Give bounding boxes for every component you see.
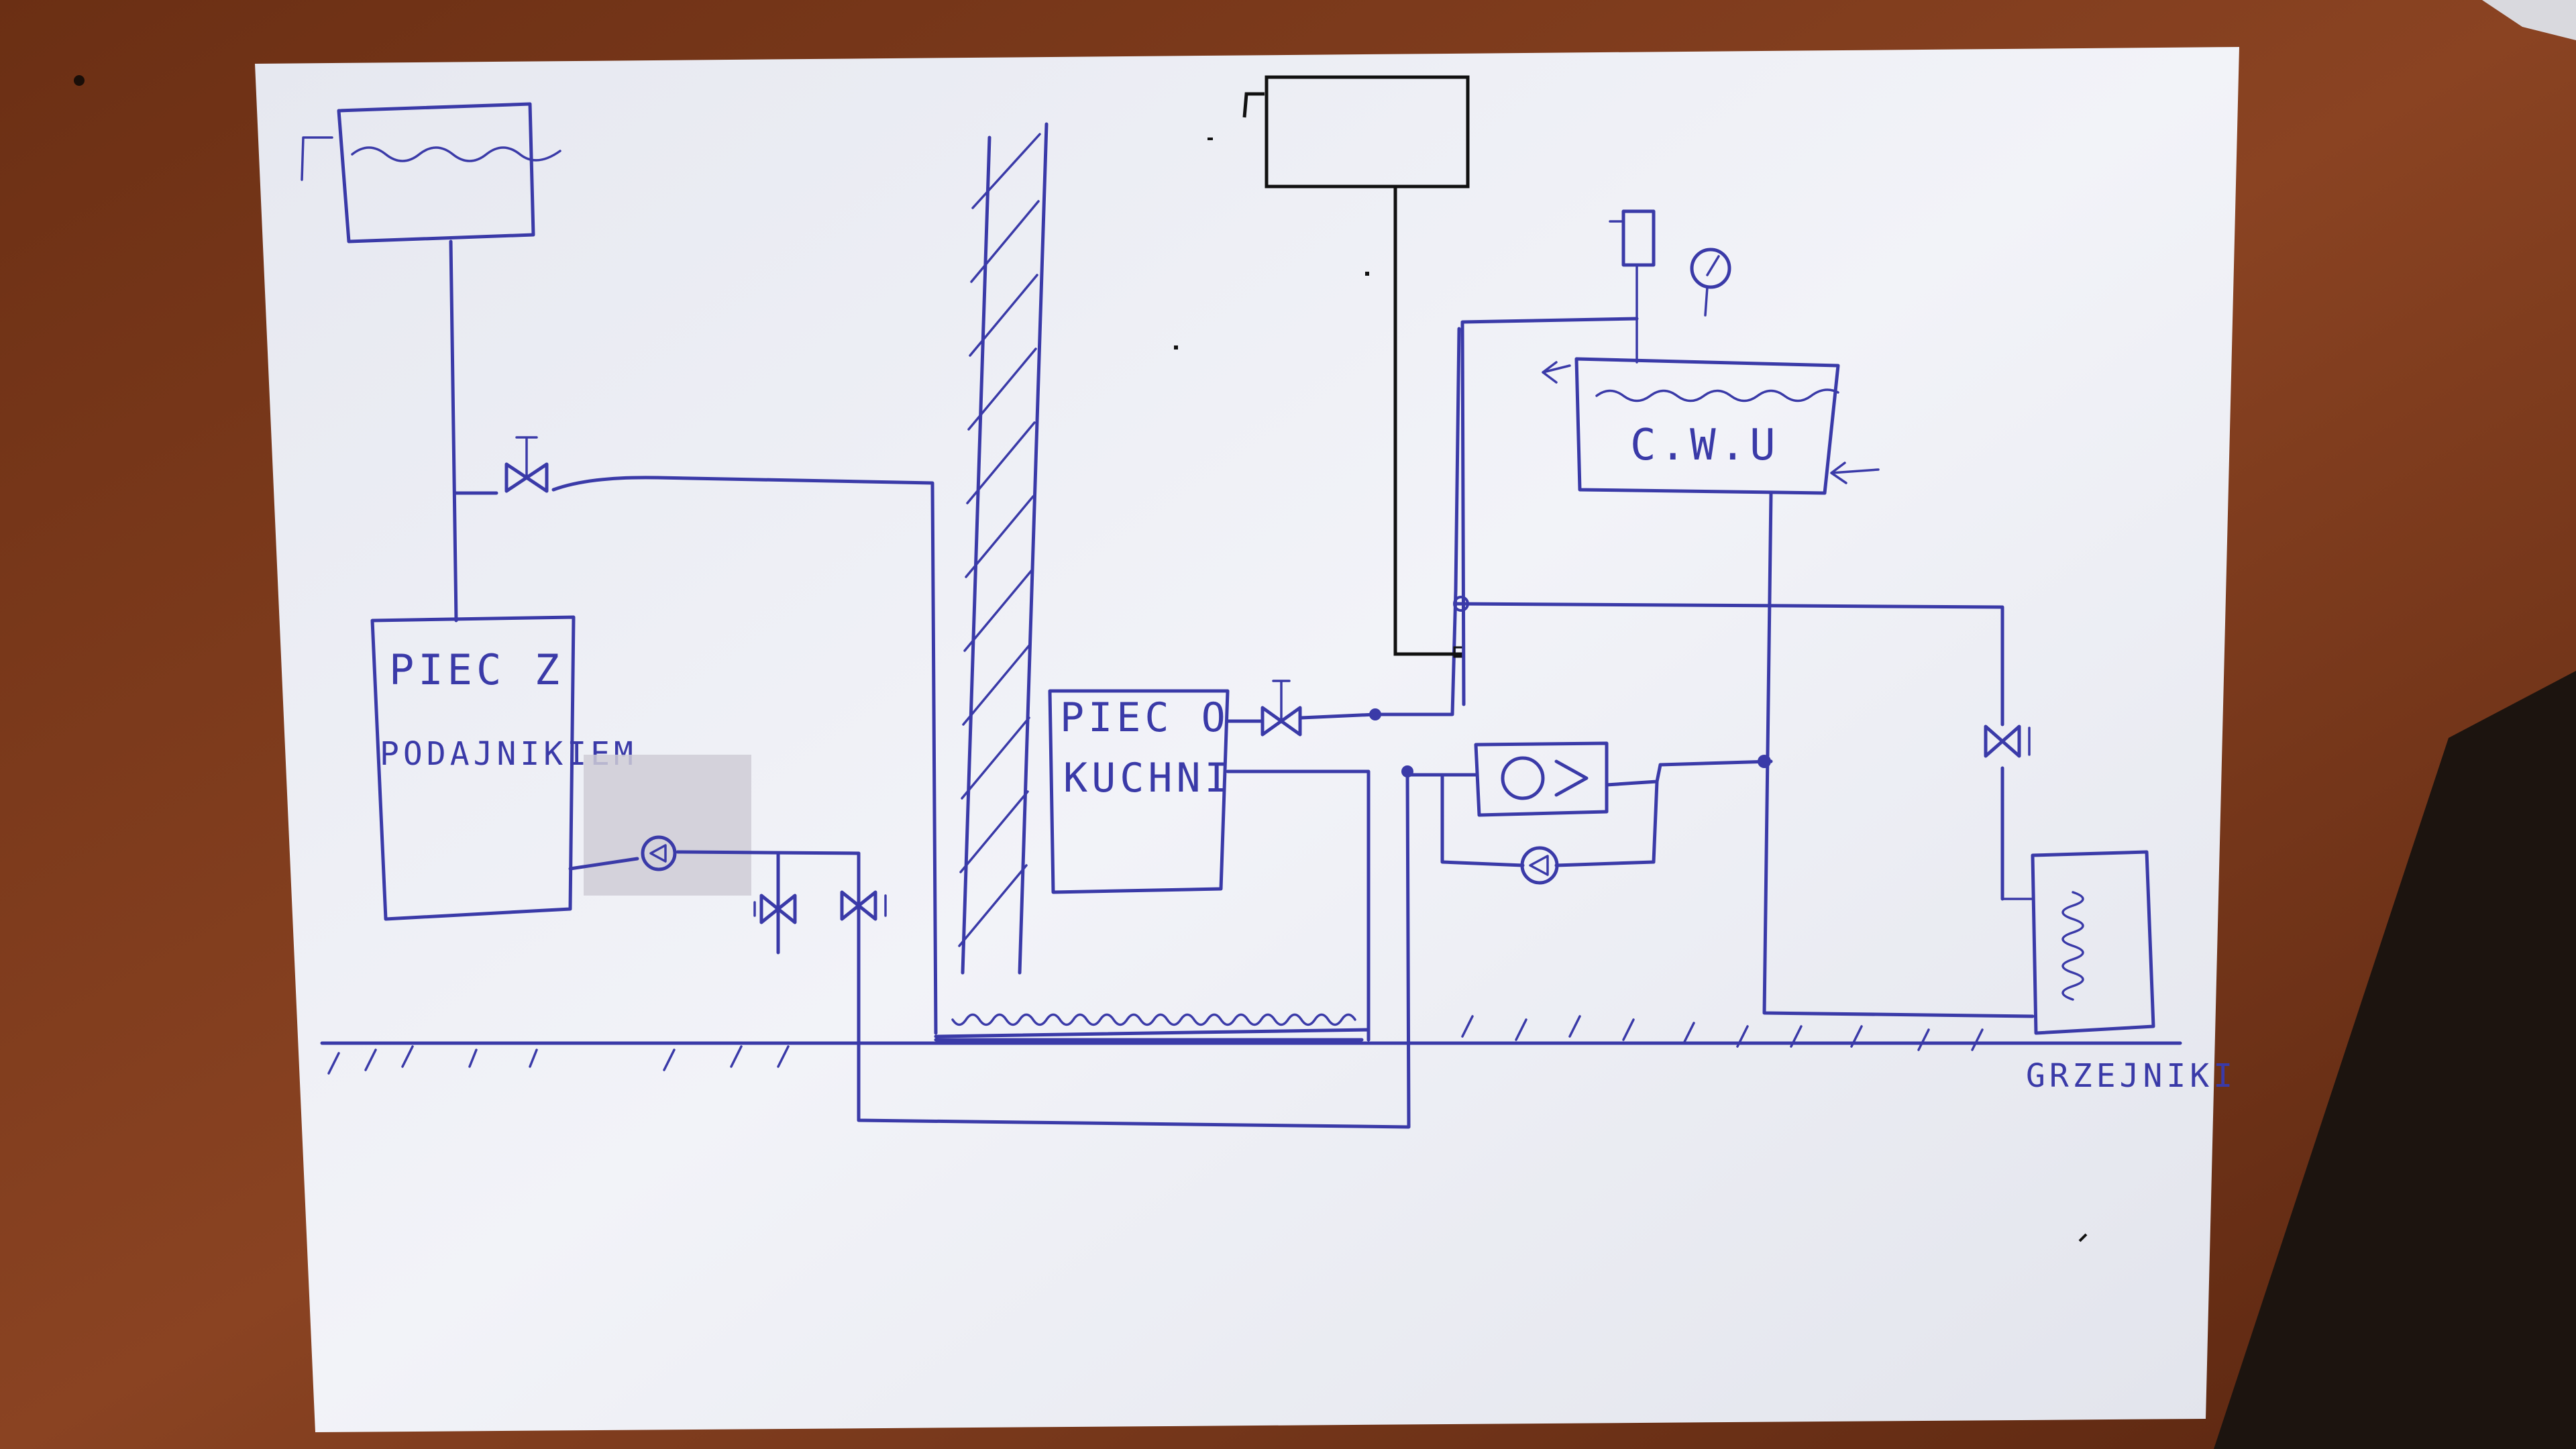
kitchen-stove: PIEC O KUCHNI: [1048, 689, 1233, 894]
pipe-tank-vent: [1460, 317, 1639, 706]
ink-speck: [74, 75, 85, 86]
safety-valve-icon: [1609, 209, 1656, 364]
radiators-label: GRZEJNIKI: [2026, 1057, 2237, 1095]
wall-hatch: [958, 122, 1049, 975]
valve-icon: [504, 436, 549, 493]
pipe-stove-supply: [454, 476, 938, 1035]
pump-icon: [641, 835, 677, 871]
floor-hatch: [320, 1013, 2182, 1075]
pipe-stove-return: [568, 850, 861, 871]
pipe-pump-bypass: [1440, 773, 1659, 867]
stove-feeder-label-1: PIEC Z: [389, 645, 564, 694]
radiator-coil-icon: [2001, 850, 2155, 1035]
junction-dot: [1758, 755, 1771, 768]
pump-icon: [1520, 846, 1559, 885]
pipe-radiator-supply: [1454, 602, 2004, 901]
junction-dot: [1453, 596, 1469, 612]
valve-icon: [753, 894, 797, 924]
pressure-gauge-icon: [1690, 248, 1731, 317]
pipe-tank-to-stove: [449, 239, 458, 623]
hot-water-tank: C.W.U: [1542, 357, 1880, 495]
table-shadow-corner: [2214, 671, 2576, 1449]
mixing-unit: [1474, 741, 1609, 817]
redacted-box: [584, 755, 751, 896]
paper-sheet: [255, 47, 2239, 1432]
valve-icon: [1260, 680, 1302, 737]
hot-water-tank-label: C.W.U: [1630, 421, 1780, 470]
pipe-kitchen-supply: [1226, 327, 1461, 723]
ink-speck: [2078, 1233, 2088, 1242]
corner-object: [2482, 0, 2576, 40]
junction-dot: [1369, 708, 1381, 720]
valve-icon: [1984, 724, 2031, 758]
stove-kitchen-label-1: PIEC O: [1060, 694, 1230, 741]
stove-kitchen-label-2: KUCHNI: [1063, 755, 1233, 802]
pipe-return-loop: [776, 766, 1411, 1129]
pipe-kitchen-return: [1226, 769, 1371, 1042]
valve-icon: [840, 890, 887, 921]
pipe-tank-return: [1762, 491, 2035, 1018]
expansion-tank-left: [301, 102, 561, 244]
